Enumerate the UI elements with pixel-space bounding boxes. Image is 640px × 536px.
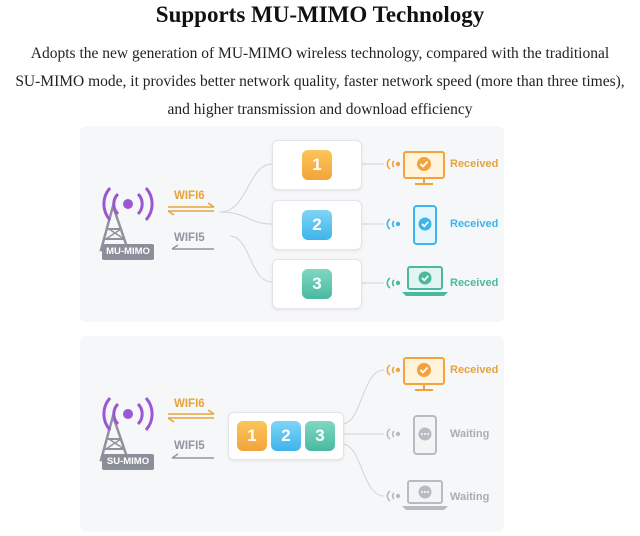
device-status: Received [450, 218, 499, 230]
stream-chip: 1 [237, 421, 267, 451]
device-status: Received [450, 364, 499, 376]
mu-mimo-badge: MU-MIMO [102, 244, 154, 260]
laptop-icon [402, 266, 448, 296]
wifi-signal-icon [386, 277, 401, 289]
wifi-signal-icon [386, 218, 401, 230]
description-line: SU-MIMO mode, it provides better network… [15, 73, 625, 90]
tower-icon [99, 397, 154, 462]
su-mimo-panel: SU-MIMO WIFI6 WIFI5 1 2 3 Received Waiti… [80, 336, 504, 532]
description-line: and higher transmission and download eff… [167, 101, 473, 118]
wifi5-label: WIFI5 [174, 440, 205, 452]
device-status: Waiting [450, 428, 490, 440]
wifi6-label: WIFI6 [174, 190, 205, 202]
mu-mimo-panel: MU-MIMO WIFI6 WIFI5 1 2 3 Received Recei… [80, 126, 504, 322]
tower-icon [99, 187, 154, 252]
page-title: Supports MU-MIMO Technology [155, 2, 485, 27]
phone-icon [413, 415, 437, 455]
monitor-icon [403, 357, 445, 391]
stream-chip: 3 [305, 421, 335, 451]
phone-icon [413, 205, 437, 245]
stream-card: 1 [272, 140, 362, 190]
wifi-signal-icon [386, 158, 401, 170]
mu-connector-lines [99, 151, 448, 296]
stream-chip: 1 [302, 150, 332, 180]
device-status: Received [450, 158, 499, 170]
wifi6-label: WIFI6 [174, 398, 205, 410]
su-mimo-badge: SU-MIMO [102, 454, 154, 470]
stream-card: 2 [272, 200, 362, 250]
stream-chip: 3 [302, 269, 332, 299]
stream-chip: 2 [271, 421, 301, 451]
device-status: Waiting [450, 491, 490, 503]
description-line: Adopts the new generation of MU-MIMO wir… [30, 45, 610, 62]
stream-card: 1 2 3 [228, 412, 344, 460]
stream-chip: 2 [302, 210, 332, 240]
page-description: Adopts the new generation of MU-MIMO wir… [8, 40, 632, 124]
su-connector-lines [99, 357, 448, 510]
wifi5-label: WIFI5 [174, 232, 205, 244]
wifi-signal-icon [386, 428, 401, 440]
wifi-signal-icon [386, 364, 401, 376]
monitor-icon [403, 151, 445, 185]
device-status: Received [450, 277, 499, 289]
stream-card: 3 [272, 259, 362, 309]
wifi-signal-icon [386, 490, 401, 502]
laptop-icon [402, 480, 448, 510]
